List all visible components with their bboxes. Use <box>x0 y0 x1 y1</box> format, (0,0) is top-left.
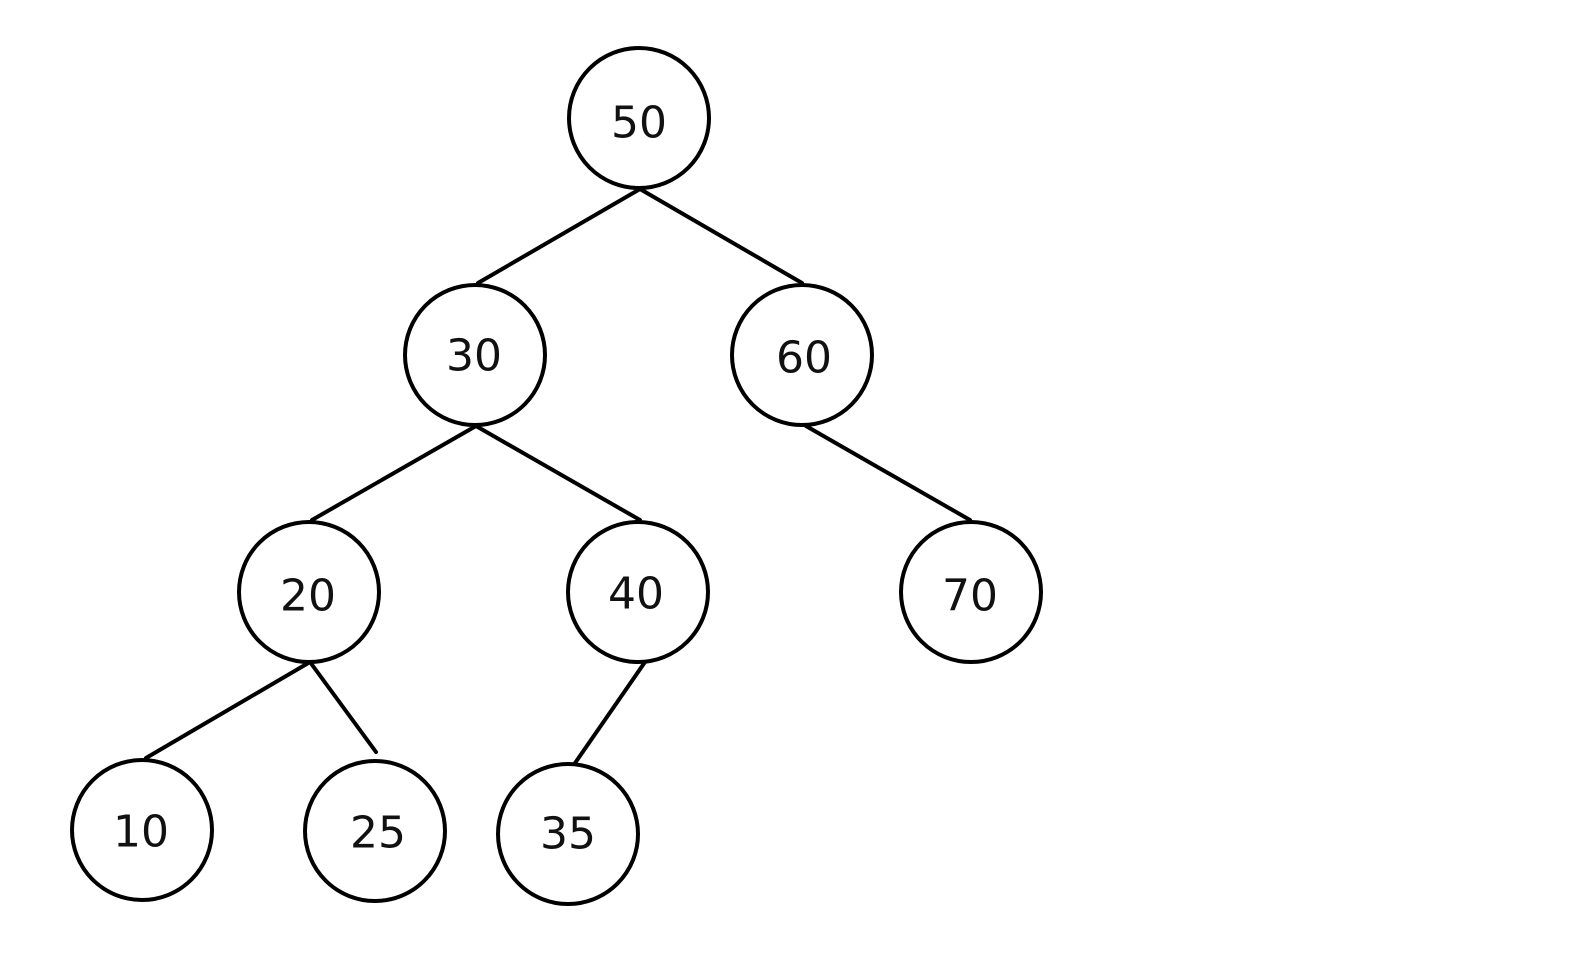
tree-node-35: 35 <box>496 762 640 906</box>
node-circle <box>566 520 710 664</box>
edge-40-35 <box>571 660 647 768</box>
node-circle <box>567 46 711 190</box>
node-circle <box>303 759 447 903</box>
edge-50-60 <box>638 187 804 285</box>
edge-20-10 <box>144 660 312 760</box>
node-circle <box>496 762 640 906</box>
edge-60-70 <box>804 424 972 522</box>
edge-layer <box>144 187 972 768</box>
node-circle <box>899 520 1043 664</box>
node-label: 60 <box>776 333 832 384</box>
node-label: 10 <box>113 807 169 858</box>
node-label: 35 <box>540 809 596 860</box>
edge-30-40 <box>474 424 642 522</box>
node-circle <box>730 283 874 427</box>
node-label: 25 <box>350 808 406 859</box>
node-label: 20 <box>280 571 336 622</box>
edge-30-20 <box>310 424 478 522</box>
node-label: 50 <box>611 98 667 149</box>
node-circle <box>403 283 547 427</box>
tree-node-70: 70 <box>899 520 1043 664</box>
tree-node-10: 10 <box>70 758 214 902</box>
tree-node-30: 30 <box>403 283 547 427</box>
tree-node-20: 20 <box>237 520 381 664</box>
node-label: 70 <box>942 571 998 622</box>
node-circle <box>237 520 381 664</box>
tree-node-25: 25 <box>303 759 447 903</box>
edge-20-25 <box>308 660 378 754</box>
node-layer: 50 30 60 20 40 70 10 25 <box>70 46 1043 906</box>
edge-50-30 <box>476 187 642 285</box>
tree-node-50: 50 <box>567 46 711 190</box>
tree-node-40: 40 <box>566 520 710 664</box>
node-label: 30 <box>446 331 502 382</box>
node-label: 40 <box>608 569 664 620</box>
node-circle <box>70 758 214 902</box>
tree-node-60: 60 <box>730 283 874 427</box>
